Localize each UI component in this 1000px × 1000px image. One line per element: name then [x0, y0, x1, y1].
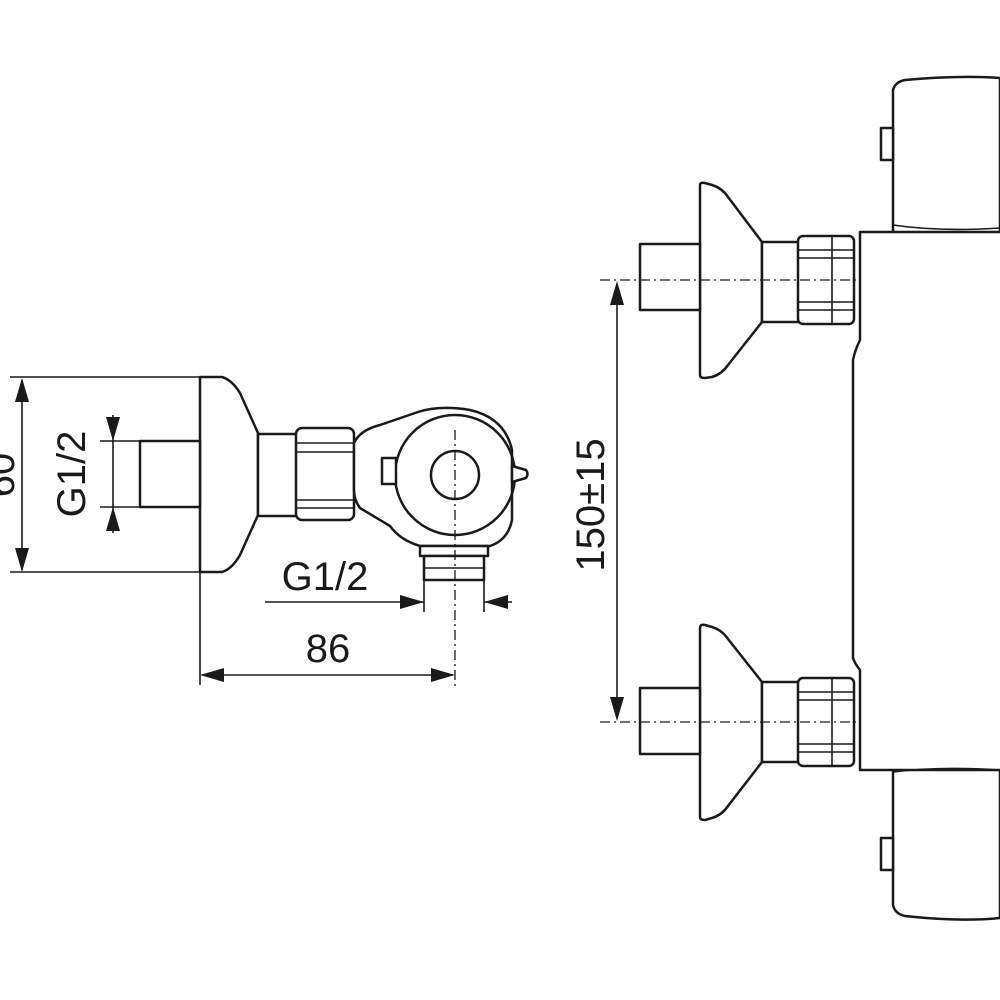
side-outlet-stub [418, 544, 490, 558]
outlet-thread-label: G1/2 [282, 555, 369, 599]
front-bottom-cap [891, 770, 1000, 921]
side-pointer-nub [510, 464, 529, 484]
front-view: 150±15 [569, 75, 1000, 921]
lower-inlet [600, 623, 860, 822]
inlet-thread-label: G1/2 [50, 431, 94, 518]
front-top-cap [891, 75, 1000, 232]
height-dim-label: 60 [0, 453, 23, 498]
center-distance-label: 150±15 [569, 438, 613, 571]
upper-inlet [600, 181, 860, 380]
side-rosette [198, 375, 260, 574]
front-main-body [851, 230, 1000, 772]
side-connector-stub [138, 439, 202, 509]
side-pipe [256, 432, 300, 518]
depth-dim-label: 86 [306, 627, 351, 671]
side-view: 60 G1/2 G1/2 86 [0, 375, 529, 690]
side-hex-nut [294, 426, 356, 522]
side-tab [380, 456, 398, 486]
